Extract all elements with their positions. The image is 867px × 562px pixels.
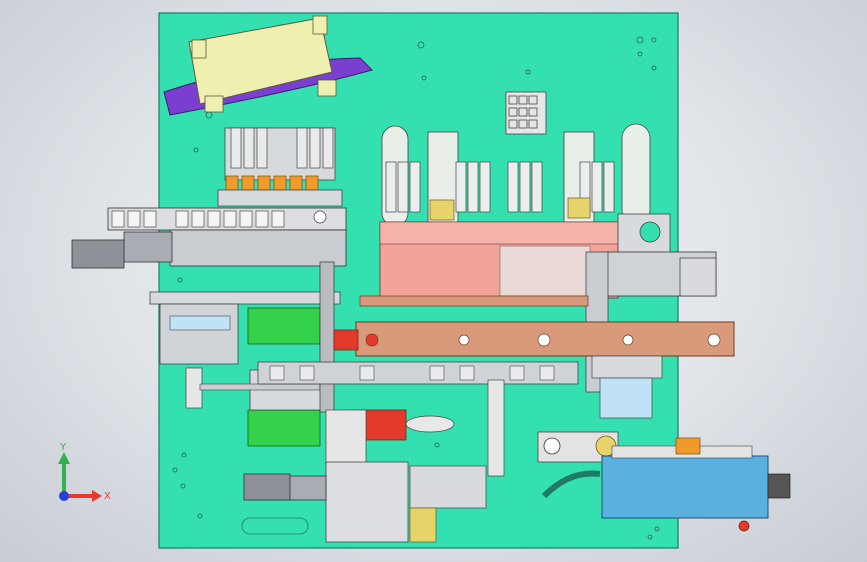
y-axis-label: Y	[59, 442, 67, 453]
y-axis-arrow	[58, 452, 70, 464]
feeder-tray	[163, 15, 373, 116]
right-bottom-motor	[537, 431, 791, 532]
left-lower-mechanism	[149, 261, 341, 447]
right-valve-cylinders	[385, 161, 615, 213]
left-linear-axis	[71, 207, 347, 269]
salmon-carriage	[379, 213, 671, 299]
copper-transfer-bar	[333, 295, 735, 357]
center-conveyor	[257, 355, 663, 419]
axis-triad: Y X	[58, 442, 111, 502]
yellow-brackets	[429, 197, 591, 221]
x-axis-label: X	[104, 491, 111, 502]
x-axis-arrow	[92, 490, 102, 502]
lower-center-station	[325, 379, 505, 543]
z-axis-origin	[59, 491, 69, 501]
left-valve-bank	[217, 127, 343, 207]
bottom-left-motor	[241, 473, 327, 535]
terminal-block	[505, 91, 547, 135]
